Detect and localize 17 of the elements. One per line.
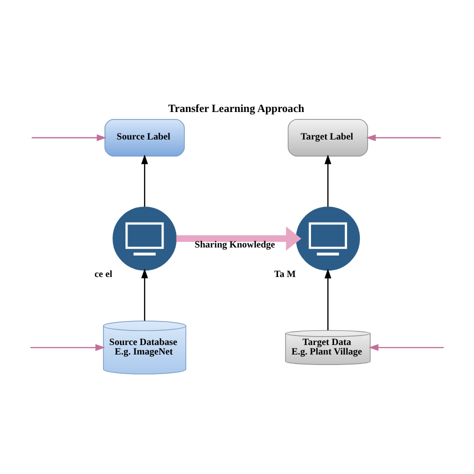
node-label: Ta M: [274, 268, 296, 280]
diagram-title: Transfer Learning Approach: [168, 102, 304, 114]
arrow: [32, 134, 106, 141]
arrow: [324, 268, 332, 330]
arrow: [366, 134, 441, 141]
node-circle: [112, 206, 177, 270]
arrow: [141, 268, 148, 320]
node-box: Source Label: [104, 118, 185, 156]
arrow: [368, 344, 444, 350]
arrow: [324, 154, 332, 206]
arrow: [30, 344, 106, 350]
node-circle: [296, 206, 360, 270]
arrow: [176, 226, 302, 250]
node-label: ce el: [94, 268, 112, 280]
edge-label: Sharing Knowledge: [194, 239, 276, 250]
node-box: Target Label: [288, 118, 368, 156]
arrow: [141, 154, 148, 206]
